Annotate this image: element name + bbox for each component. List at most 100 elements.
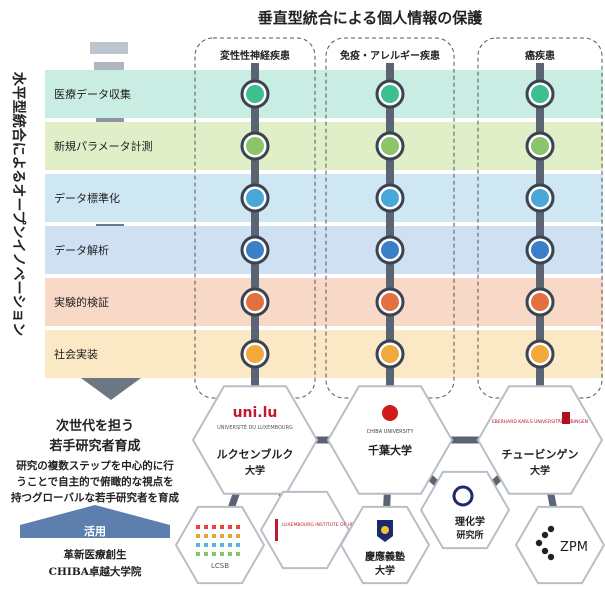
lcsb-dot [236, 552, 240, 556]
pipeline-node [531, 189, 549, 207]
row-band [45, 122, 603, 170]
riken-name-1: 理化学 [455, 515, 485, 528]
panel-text-1: 研究の複数ステップを中心的に行 [16, 459, 174, 472]
lcsb-dot [212, 543, 216, 547]
tub-name-2: 大学 [530, 464, 550, 477]
lcsb-dot [212, 552, 216, 556]
pipeline-node [246, 293, 264, 311]
row-label: 新規パラメータ計測 [54, 139, 153, 153]
zpm-dot [535, 539, 543, 547]
keio-name-2: 大学 [375, 564, 395, 577]
zpm-dot [547, 525, 555, 533]
lcsb-dot [228, 552, 232, 556]
pipeline-node [381, 293, 399, 311]
column-label: 変性性神経疾患 [220, 49, 290, 62]
utilize-arrow: 活用 [20, 505, 170, 538]
lcsb-dot [196, 534, 200, 538]
riken-logo-icon [452, 485, 474, 507]
hex-lih: LUXEMBOURG INSTITUTE OF HEALTH [259, 490, 365, 570]
row-band [45, 278, 603, 326]
zpm-dot [541, 547, 549, 555]
row-band [45, 226, 603, 274]
panel-text-3: 持つグローバルな若手研究者を育成 [11, 491, 179, 504]
footer-line-2: CHIBA卓越大学院 [49, 565, 142, 578]
hex-zpm: ZPM [514, 505, 605, 585]
diagram-title: 垂直型統合による個人情報の保護 [258, 9, 484, 27]
pipeline-node [246, 241, 264, 259]
hex-chiba-shape [326, 385, 454, 495]
tubingen-crest-icon [562, 412, 570, 424]
pipeline-node [531, 345, 549, 363]
lcsb-dot [220, 543, 224, 547]
column-label-bg [482, 47, 598, 63]
pipeline-node [246, 137, 264, 155]
lcsb-dot [204, 525, 208, 529]
keio-crest-dot [381, 526, 389, 534]
zpm-dot [541, 531, 549, 539]
pipeline-node [381, 241, 399, 259]
lux-logo-sub: UNIVERSITÉ DU LUXEMBOURG [217, 423, 293, 431]
hex-tubingen: EBERHARD KARLS UNIVERSITÄT TÜBINGENチュービン… [476, 385, 604, 495]
pipeline-node [531, 137, 549, 155]
lcsb-dot [228, 534, 232, 538]
hex-chiba: CHIBA UNIVERSITY 千葉大学 [326, 385, 454, 495]
lcsb-dot [236, 534, 240, 538]
column-label: 癌疾患 [525, 49, 555, 62]
lcsb-dot [204, 552, 208, 556]
chiba-emblem-icon [382, 405, 398, 421]
pipeline-node [381, 85, 399, 103]
panel-text-2: うことで自主的で俯瞰的な視点を [16, 475, 173, 488]
pipeline-node [246, 85, 264, 103]
row-band [45, 174, 603, 222]
chiba-logo: CHIBA UNIVERSITY [367, 429, 415, 435]
hex-riken-shape [419, 470, 511, 550]
lux-logo: uni.lu [233, 405, 278, 421]
keio-name-1: 慶應義塾 [365, 550, 405, 563]
row-label: データ標準化 [54, 191, 120, 205]
row-band [45, 70, 603, 118]
lcsb-dot [212, 525, 216, 529]
panel-heading-1: 次世代を担う [56, 418, 134, 434]
pipeline-node [531, 85, 549, 103]
lih-mark-icon [275, 519, 278, 541]
lcsb-dot [228, 543, 232, 547]
pipeline-node [531, 241, 549, 259]
hex-luxembourg-shape [191, 385, 319, 495]
lih-logo: LUXEMBOURG INSTITUTE OF HEALTH [282, 522, 365, 528]
lcsb-dot [196, 525, 200, 529]
lcsb-dot [196, 543, 200, 547]
lcsb-logo: LCSB [211, 562, 229, 570]
hex-lih-shape [259, 490, 351, 570]
zpm-dot [547, 553, 555, 561]
row-band [45, 330, 603, 378]
lcsb-dot [204, 534, 208, 538]
lcsb-dot [220, 534, 224, 538]
pipeline-node [246, 189, 264, 207]
tub-logo: EBERHARD KARLS UNIVERSITÄT TÜBINGEN [492, 418, 588, 425]
hex-zpm-shape [514, 505, 605, 585]
hex-keio-shape [339, 505, 431, 585]
lcsb-dot [212, 534, 216, 538]
pipeline-node [381, 189, 399, 207]
hex-lcsb: LCSB [174, 505, 266, 585]
row-label: 社会実装 [54, 347, 98, 361]
lcsb-dot [236, 543, 240, 547]
row-label: データ解析 [54, 243, 109, 257]
lcsb-dot [236, 525, 240, 529]
pipeline-node [246, 345, 264, 363]
chiba-name: 千葉大学 [368, 443, 412, 457]
hex-tubingen-shape [476, 385, 604, 495]
footer-line-1: 革新医療創生 [64, 548, 127, 561]
pipeline-node [381, 137, 399, 155]
pipeline-node [531, 293, 549, 311]
lcsb-dot [228, 525, 232, 529]
zpm-logo: ZPM [560, 540, 588, 555]
riken-name-2: 研究所 [456, 529, 483, 541]
column-label-bg [199, 47, 311, 63]
lux-name-1: ルクセンブルク [217, 447, 294, 461]
panel-heading-2: 若手研究者育成 [48, 438, 140, 454]
